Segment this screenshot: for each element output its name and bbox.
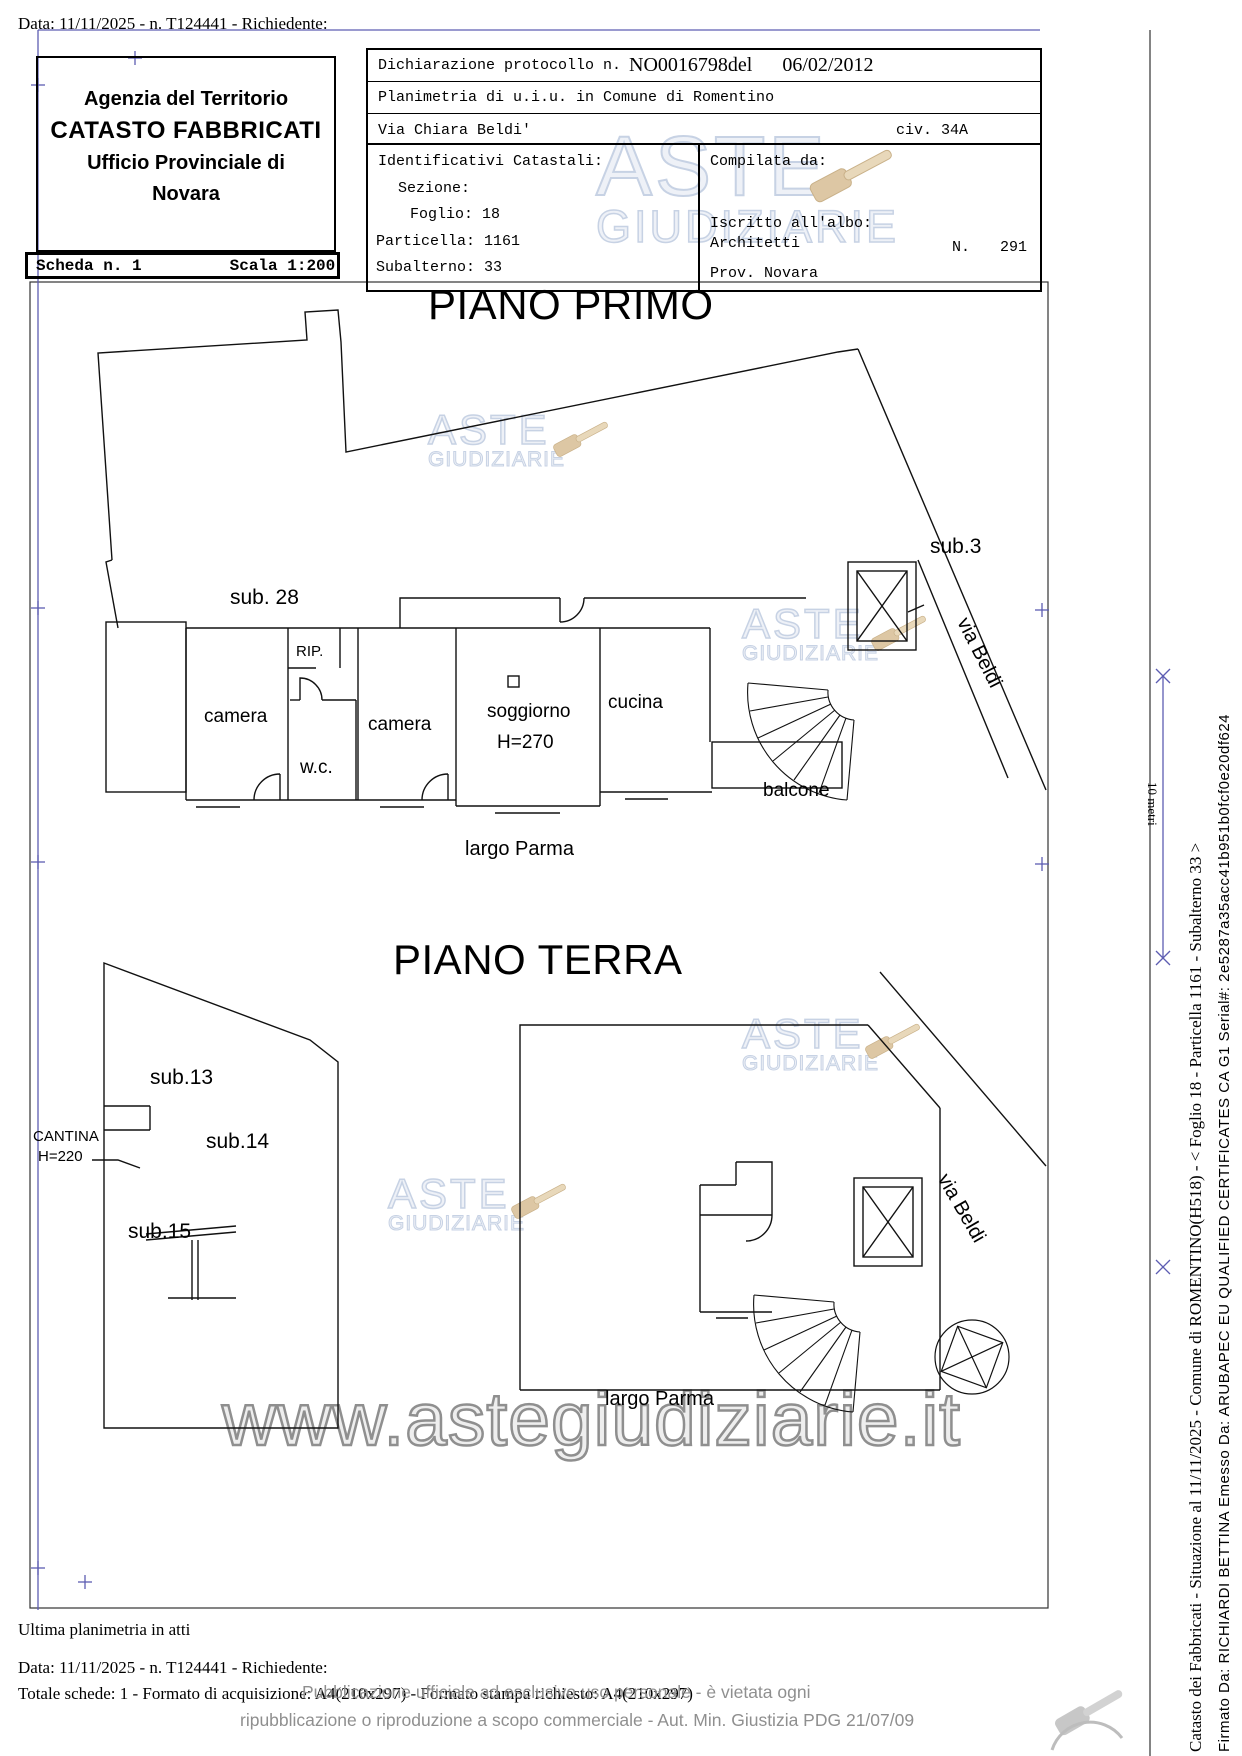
declaration-box: Dichiarazione protocollo n. NO0016798del…	[366, 48, 1042, 145]
catasto-foglio: Foglio: 18	[410, 206, 501, 223]
catasto-subalterno: Subalterno: 33	[376, 259, 503, 276]
civic-number: civ. 34A	[895, 122, 968, 139]
gavel-icon	[553, 421, 608, 457]
watermark-text: ASTE	[595, 118, 828, 214]
label-largo-parma-terra: largo Parma	[605, 1388, 714, 1410]
protocol-label: Dichiarazione protocollo n.	[378, 57, 622, 74]
label-cantina-h: H=220	[38, 1148, 83, 1165]
watermark-text: ASTE	[427, 405, 550, 454]
crop-marks	[31, 51, 1049, 1589]
watermark-aste-4: ASTE GIUDIZIARIE	[387, 1169, 526, 1236]
albo-label: Iscritto all'albo:	[710, 215, 873, 232]
label-rip: RIP.	[296, 643, 324, 660]
agency-line: Novara	[152, 183, 220, 205]
watermark-aste-header: ASTE GIUDIZIARIE	[595, 118, 900, 253]
albo-number-value: 291	[1000, 239, 1028, 256]
label-wc: w.c.	[300, 757, 333, 778]
albo-value: Architetti	[710, 235, 801, 252]
piano-primo-title: PIANO PRIMO	[428, 281, 714, 328]
label-sub3: sub.3	[930, 535, 982, 558]
label-balcone: balcone	[763, 780, 830, 801]
north-compass	[934, 1319, 1010, 1395]
piano-terra-title: PIANO TERRA	[393, 936, 683, 983]
watermark-text: GIUDIZIARIE	[595, 200, 900, 253]
label-sub15: sub.15	[128, 1220, 192, 1243]
footer-ultima: Ultima planimetria in atti	[18, 1620, 191, 1639]
catasto-ids-box: Identificativi Catastali: Sezione: Fogli…	[366, 145, 700, 292]
floorplan-piano-primo	[97, 309, 1047, 814]
compilata-title: Compilata da:	[710, 153, 828, 170]
label-cucina: cucina	[608, 692, 663, 713]
scale-bar-label: 10 metri	[1145, 782, 1160, 826]
agency-line: Ufficio Provinciale di	[87, 152, 285, 174]
label-sub14: sub.14	[206, 1130, 270, 1153]
declaration-row-street: Via Chiara Beldi' civ. 34A	[368, 114, 1040, 147]
footer-data-line: Data: 11/11/2025 - n. T124441 - Richiede…	[18, 1658, 328, 1677]
albo-number-label: N.	[952, 239, 971, 256]
gavel-logo-gray	[1050, 1690, 1124, 1751]
prov-value: Prov. Novara	[710, 265, 819, 282]
footer-disclaimer-1: Pubblicazione ufficiale ad esclusivo uso…	[302, 1682, 811, 1702]
compilata-box: Compilata da: Iscritto all'albo: Archite…	[698, 145, 1042, 292]
agency-line: Agenzia del Territorio	[83, 88, 289, 110]
elevator	[847, 561, 917, 651]
watermark-text: GIUDIZIARIE	[387, 1212, 526, 1236]
protocol-number: NO0016798del	[629, 54, 753, 76]
label-camera-1: camera	[204, 706, 268, 727]
gavel-icon	[871, 615, 926, 651]
label-cantina: CANTINA	[33, 1128, 99, 1145]
label-sub13: sub.13	[150, 1066, 214, 1089]
sidebar-signature-line: Firmato Da: RICHIARDI BETTINA Emesso Da:…	[1216, 713, 1233, 1752]
street-name: Via Chiara Beldi'	[378, 122, 532, 139]
label-sub28: sub. 28	[230, 586, 299, 609]
label-camera-2: camera	[368, 714, 432, 735]
watermark-text: ASTE	[387, 1169, 510, 1218]
watermark-text: ASTE	[741, 599, 864, 648]
watermark-text: GIUDIZIARIE	[741, 1052, 880, 1076]
floorplan-piano-terra	[92, 961, 1047, 1429]
label-altezza-270: H=270	[497, 732, 554, 753]
request-header-line: Data: 11/11/2025 - n. T124441 - Richiede…	[18, 14, 328, 33]
declaration-row-planimetria: Planimetria di u.i.u. in Comune di Romen…	[368, 82, 1040, 114]
label-soggiorno: soggiorno	[487, 701, 571, 722]
watermark-aste-3: ASTE GIUDIZIARIE	[741, 1009, 880, 1076]
agency-line: CATASTO FABBRICATI	[50, 117, 322, 144]
scheda-scala: Scala 1:200	[229, 256, 336, 275]
sidebar-catasto-line: Catasto dei Fabbricati - Situazione al 1…	[1186, 842, 1205, 1752]
catasto-sezione: Sezione:	[398, 180, 471, 197]
gavel-icon	[865, 1023, 920, 1059]
watermark-text: GIUDIZIARIE	[741, 642, 880, 666]
declaration-row-protocol: Dichiarazione protocollo n. NO0016798del…	[368, 50, 1040, 82]
planimetria-line: Planimetria di u.i.u. in Comune di Romen…	[378, 89, 775, 106]
gavel-icon	[809, 149, 892, 203]
agency-box: Agenzia del Territorio CATASTO FABBRICAT…	[36, 56, 336, 252]
catasto-title: Identificativi Catastali:	[378, 153, 604, 170]
staircase	[747, 682, 855, 801]
scheda-number: Scheda n. 1	[36, 256, 142, 275]
watermark-text: GIUDIZIARIE	[427, 448, 566, 472]
label-largo-parma-primo: largo Parma	[465, 838, 574, 860]
watermark-text: ASTE	[741, 1009, 864, 1058]
scheda-box: Scheda n. 1 Scala 1:200	[25, 252, 340, 279]
footer-disclaimer-2: ripubblicazione o riproduzione a scopo c…	[240, 1710, 915, 1730]
catasto-particella: Particella: 1161	[376, 233, 521, 250]
gavel-icon	[511, 1183, 566, 1219]
watermark-aste-2: ASTE GIUDIZIARIE	[741, 599, 880, 666]
footer-totale: Totale schede: 1 - Formato di acquisizio…	[18, 1684, 693, 1703]
watermark-aste-1: ASTE GIUDIZIARIE	[427, 405, 566, 472]
protocol-date: 06/02/2012	[782, 54, 874, 76]
